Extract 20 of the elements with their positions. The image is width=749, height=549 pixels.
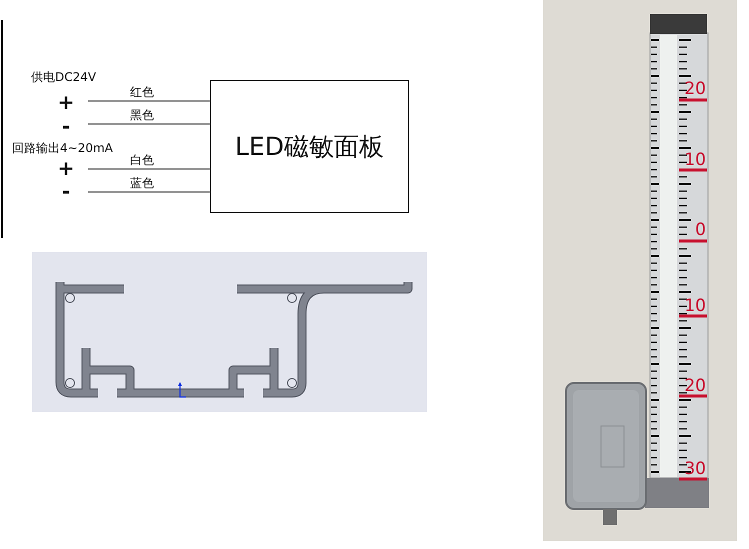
- scale-number: 30: [683, 460, 706, 478]
- terminal-sign: +: [56, 158, 76, 180]
- supply-label: 供电DC24V: [31, 70, 96, 84]
- panel-label: LED磁敏面板: [235, 131, 384, 163]
- terminal-sign: -: [56, 181, 76, 203]
- wire-color-label: 蓝色: [130, 176, 154, 190]
- wire-line: [88, 100, 210, 102]
- terminal-sign: +: [56, 92, 76, 114]
- scale-number: 20: [683, 80, 706, 98]
- panel-box: [210, 80, 409, 213]
- scale-number: 20: [683, 377, 706, 395]
- scale-number: 10: [683, 151, 706, 169]
- wire-line: [88, 168, 210, 170]
- scale-number: 10: [683, 297, 706, 315]
- wire-color-label: 黑色: [130, 108, 154, 122]
- output-label: 回路输出4~20mA: [12, 141, 113, 155]
- scale-number: 0: [694, 221, 706, 239]
- wire-color-label: 白色: [130, 153, 154, 167]
- terminal-sign: -: [56, 116, 76, 138]
- wire-color-label: 红色: [130, 85, 154, 99]
